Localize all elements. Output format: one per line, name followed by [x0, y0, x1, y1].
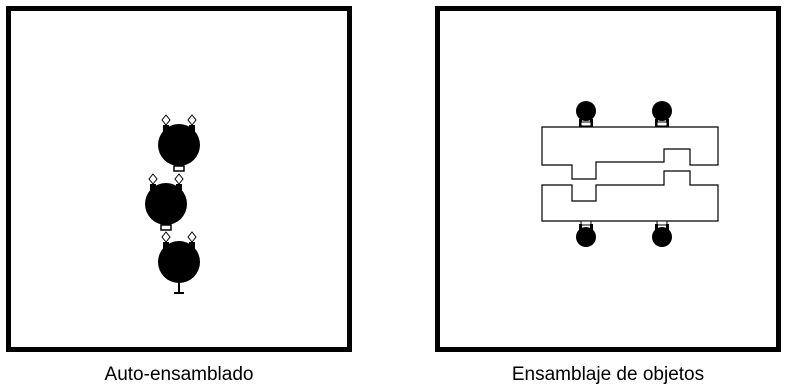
- object-assembly-caption: Ensamblaje de objetos: [511, 364, 705, 385]
- self-assembly-caption: Auto-ensamblado: [104, 364, 254, 385]
- upper-object-piece: [541, 126, 719, 180]
- robot-bottom-right: [652, 220, 672, 247]
- object-assembly-diagram: [541, 101, 719, 247]
- self-assembly-diagram: [145, 114, 200, 294]
- robot-top-left: [576, 101, 596, 127]
- self-assembly-panel: [6, 6, 352, 352]
- robot-module-middle: [145, 173, 187, 231]
- robot-module-bottom: [158, 231, 200, 294]
- robot-bottom-left: [576, 220, 596, 247]
- object-assembly-panel: [435, 6, 781, 352]
- robot-module-top: [158, 114, 200, 172]
- robot-top-right: [652, 101, 672, 127]
- lower-object-piece: [541, 170, 719, 222]
